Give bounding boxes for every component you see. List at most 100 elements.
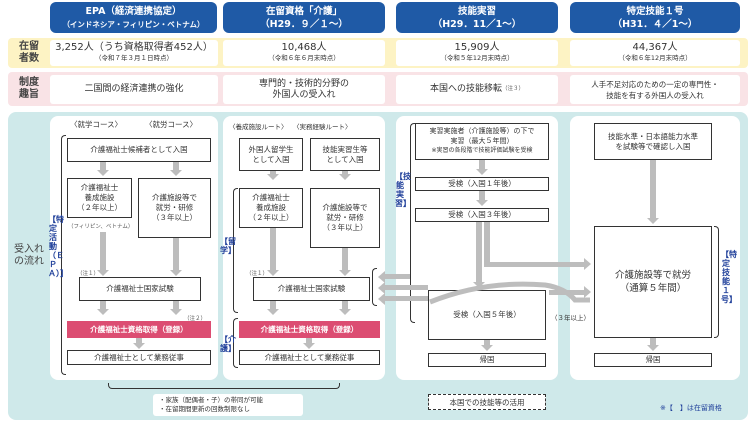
arrow <box>484 340 490 345</box>
residents-kaigo: 10,468人 （令和６年６月末時点） <box>223 40 385 66</box>
family-notes: ・家族（配偶者・子）の帯同が可能 ・在留期間更新の回数制限なし <box>153 394 303 416</box>
arrow <box>173 301 179 309</box>
arrow-head <box>647 345 659 351</box>
box-line: （通算５年間） <box>619 283 687 294</box>
family-note: ・在留期間更新の回数制限なし <box>159 405 250 413</box>
box-line: 介護福祉士 <box>252 193 290 202</box>
home-use-box: 本国での技能等の活用 <box>428 394 546 410</box>
box-line: 介護福祉士 <box>80 183 119 192</box>
note-1: （注１） <box>246 271 269 277</box>
flow-label-1: 受入れ <box>14 244 44 255</box>
arrow-head <box>97 270 109 276</box>
epa-entry-box: 介護福祉士候補者として入国 <box>67 138 211 162</box>
legend-note: ※【 】は在留資格 <box>660 404 722 412</box>
epa-school-box: 介護福祉士 養成施設 （２年以上） <box>67 178 132 218</box>
kaigo-exam-box: 介護福祉士国家試験 <box>253 277 370 301</box>
arrow-head <box>267 270 279 276</box>
course-work-label: 〈就労コース〉 <box>145 120 198 129</box>
purpose-text: 外国人の受入れ <box>272 89 336 100</box>
kaigo-work-box: 介護施設等で 就労・研修 （３年以上） <box>310 188 380 248</box>
family-brace <box>108 383 340 389</box>
arrow-head <box>378 282 385 294</box>
residents-ssw: 44,367人 （令和６年12月末時点） <box>570 40 740 66</box>
box-line: （３年以上） <box>322 223 368 232</box>
epa-brace <box>61 135 66 375</box>
residents-date: （令和６年６月末時点） <box>268 54 340 62</box>
header-ssw: 特定技能１号 （H31．４／1～） <box>570 2 740 33</box>
box-line: （２年以上） <box>77 203 122 212</box>
arrow <box>136 338 142 343</box>
arrow-head <box>303 343 315 349</box>
epa-job-box: 介護福祉士として業務従事 <box>67 350 211 365</box>
arrow-head <box>97 170 109 176</box>
kaigo-trainee-entry-box: 技能実習生等 として入国 <box>310 138 380 171</box>
route-work-label: 〈実務経験ルート〉 <box>293 123 352 131</box>
purpose-text: 本国への技能移転 <box>429 84 502 94</box>
arrow <box>173 238 179 270</box>
header-training-title: 技能実習 <box>457 5 496 17</box>
purpose-label-2: 趣旨 <box>19 89 39 100</box>
status-label-ssw: 【特定技能１号】 <box>721 250 737 304</box>
box-line: 養成施設 <box>84 193 115 202</box>
training-brace <box>410 123 415 323</box>
purpose-label: 制度 趣旨 <box>12 77 46 101</box>
status-label-training: 【技能実習】 <box>395 172 411 208</box>
arrow <box>479 160 485 169</box>
purpose-note: （注３） <box>502 86 525 92</box>
header-ssw-title: 特定技能１号 <box>626 5 684 17</box>
box-line: 養成施設 <box>256 203 286 212</box>
arrow-head <box>476 200 488 206</box>
residents-value: 44,367人 <box>632 42 678 53</box>
kaigo-school-box: 介護福祉士 養成施設 （２年以上） <box>239 188 303 228</box>
arrow <box>484 262 584 267</box>
ssw-brace <box>714 226 719 338</box>
arc-arrow <box>429 281 590 305</box>
box-line: 介護施設等で就労 <box>614 270 691 281</box>
arrow <box>342 248 348 270</box>
arrow-head <box>170 309 182 315</box>
purpose-epa: 二国間の経済連携の強化 <box>50 75 218 104</box>
box-line: 技能実習生等 <box>322 144 368 154</box>
arrow-head <box>97 309 109 315</box>
purpose-training: 本国への技能移転 （注３） <box>396 75 558 104</box>
training-test3-box: 受検（入国３年後） <box>415 208 549 222</box>
purpose-text: 専門的・技術的分野の <box>258 78 349 89</box>
residents-value: 3,252人（うち資格取得者452人） <box>55 42 213 53</box>
arrow <box>385 285 428 290</box>
box-line: 就労・研修 <box>155 203 194 212</box>
box-line: 実習（最大５年間） <box>450 136 514 145</box>
box-line: として入国 <box>252 154 290 164</box>
residents-value: 15,909人 <box>454 42 500 53</box>
training-return-box: 帰国 <box>428 353 546 367</box>
kaigo-care-brace <box>233 318 238 368</box>
kaigo-qualify-box: 介護福祉士資格取得（登録） <box>239 321 380 338</box>
years-note: （３年以上） <box>551 314 590 322</box>
purpose-text: 技能を有する外国人の受入れ <box>606 90 704 100</box>
arrow <box>100 301 106 309</box>
arrow-head <box>476 169 488 175</box>
box-line: を試験等で確認し入国 <box>615 141 691 151</box>
arrow <box>385 296 428 301</box>
arrow-head <box>647 218 659 224</box>
exam-brace <box>372 268 377 306</box>
arrow <box>385 274 410 279</box>
note-1: （注１） <box>77 271 100 277</box>
training-main-box: 実習実施者（介護施設等）の下で 実習（最大５年間） ※実習の各段階で技能評価試験… <box>415 123 549 160</box>
header-epa-sub: （インドネシア・フィリピン・ベトナム） <box>62 19 205 29</box>
purpose-ssw: 人手不足対応のための一定の専門性・ 技能を有する外国人の受入れ <box>570 75 740 104</box>
header-kaigo: 在留資格「介護」 （H29．９／１～） <box>223 2 385 33</box>
residents-label-1: 在留 <box>19 41 39 52</box>
arrow <box>342 171 348 174</box>
box-line: （２年以上） <box>248 213 294 222</box>
note-2: （注２） <box>184 316 207 322</box>
header-training: 技能実習 （H29．11／1～） <box>396 2 558 33</box>
header-epa-title: EPA（経済連携協定） <box>85 5 182 17</box>
box-line: として入国 <box>326 154 364 164</box>
residents-label-2: 者数 <box>19 53 39 64</box>
ssw-entry-box: 技能水準・日本語能力水準 を試験等で確認し入国 <box>594 123 712 160</box>
training-test1-box: 受検（入国１年後） <box>415 177 549 191</box>
arrow-head <box>339 174 351 180</box>
purpose-text: 人手不足対応のための一定の専門性・ <box>591 79 719 89</box>
status-label-epa: 【特定活動（ＥＰＡ）】 <box>48 215 68 278</box>
purpose-label-1: 制度 <box>19 77 39 88</box>
